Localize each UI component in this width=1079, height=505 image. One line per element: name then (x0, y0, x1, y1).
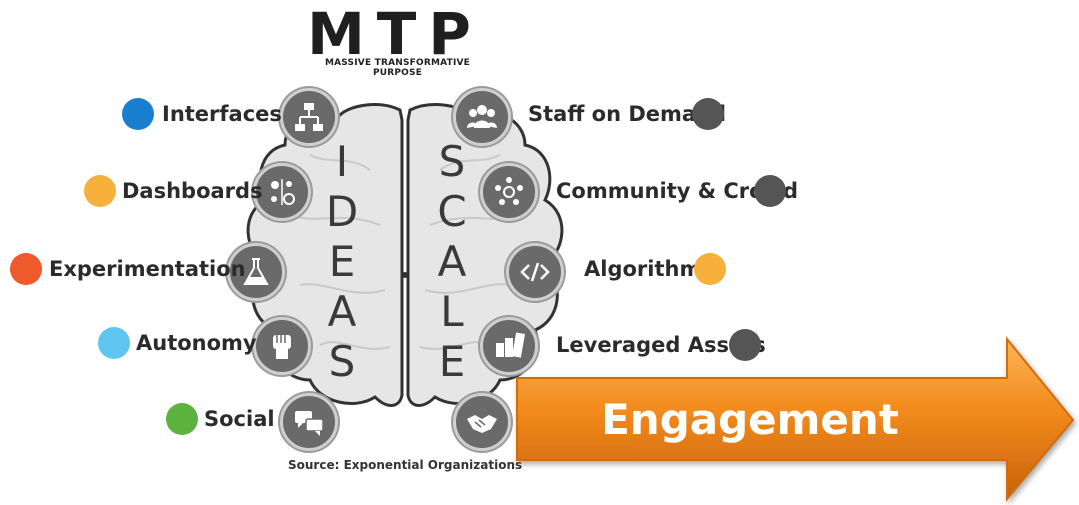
leveraged-assets-dot (729, 329, 761, 361)
community-crowd-dot (754, 175, 786, 207)
mtp-subtitle: MASSIVE TRANSFORMATIVE PURPOSE (324, 58, 471, 78)
experimentation-dot (10, 253, 42, 285)
ideas-letter-s: S (328, 337, 356, 386)
dashboard-icon (253, 163, 311, 221)
community-icon (480, 163, 538, 221)
staff-on-demand-dot (692, 98, 724, 130)
scale-letter-s: S (438, 137, 466, 186)
scale-letter-l: L (440, 287, 464, 336)
scale-letter-e: E (438, 337, 466, 386)
autonomy-dot (98, 327, 130, 359)
mtp-title: MTP (307, 0, 483, 68)
ideas-label-experimentation: Experimentation (49, 257, 246, 281)
dashboards-dot (84, 175, 116, 207)
scale-label-algorithms: Algorithms (584, 257, 714, 281)
ideas-label-social: Social (204, 407, 275, 431)
ideas-letter-d: D (325, 187, 359, 236)
scale-letter-c: C (437, 187, 467, 236)
chat-bubbles-icon (280, 393, 338, 451)
code-icon (506, 243, 564, 301)
people-icon (453, 88, 511, 146)
rental-icon (480, 317, 538, 375)
engagement-label: Engagement (601, 395, 899, 444)
ideas-letter-i: I (335, 137, 349, 186)
ideas-label-interfaces: Interfaces (162, 102, 282, 126)
handshake-icon (453, 393, 511, 451)
ideas-label-dashboards: Dashboards (122, 179, 263, 203)
scale-letter-a: A (437, 237, 467, 286)
ideas-letter-e: E (328, 237, 356, 286)
ideas-letter-a: A (327, 287, 357, 336)
ideas-label-autonomy: Autonomy (136, 331, 257, 355)
fist-icon (253, 317, 311, 375)
algorithms-dot (694, 253, 726, 285)
social-dot (166, 403, 198, 435)
flask-icon (227, 243, 285, 301)
source-caption: Source: Exponential Organizations (288, 458, 523, 472)
engagement-arrow (516, 336, 1075, 502)
flowchart-icon (280, 88, 338, 146)
interfaces-dot (122, 98, 154, 130)
